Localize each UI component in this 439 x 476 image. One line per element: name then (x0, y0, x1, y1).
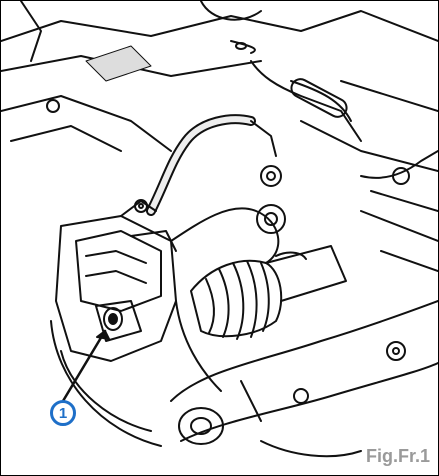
subframe-structure (1, 1, 438, 272)
steering-knuckle (170, 204, 286, 392)
drive-shaft-boot-icon (190, 245, 347, 340)
callout-number: 1 (58, 404, 68, 422)
brake-disc (50, 320, 162, 447)
callout-leader (61, 329, 110, 403)
bolt-icon (95, 300, 142, 342)
figure-label: Fig.Fr.1 (365, 446, 430, 466)
dotted-panel (85, 45, 152, 82)
brake-caliper-icon (55, 199, 177, 362)
brake-hose-icon (146, 114, 282, 216)
suspension-arm-icon (170, 300, 438, 458)
callout-badge: 1 (50, 400, 76, 426)
